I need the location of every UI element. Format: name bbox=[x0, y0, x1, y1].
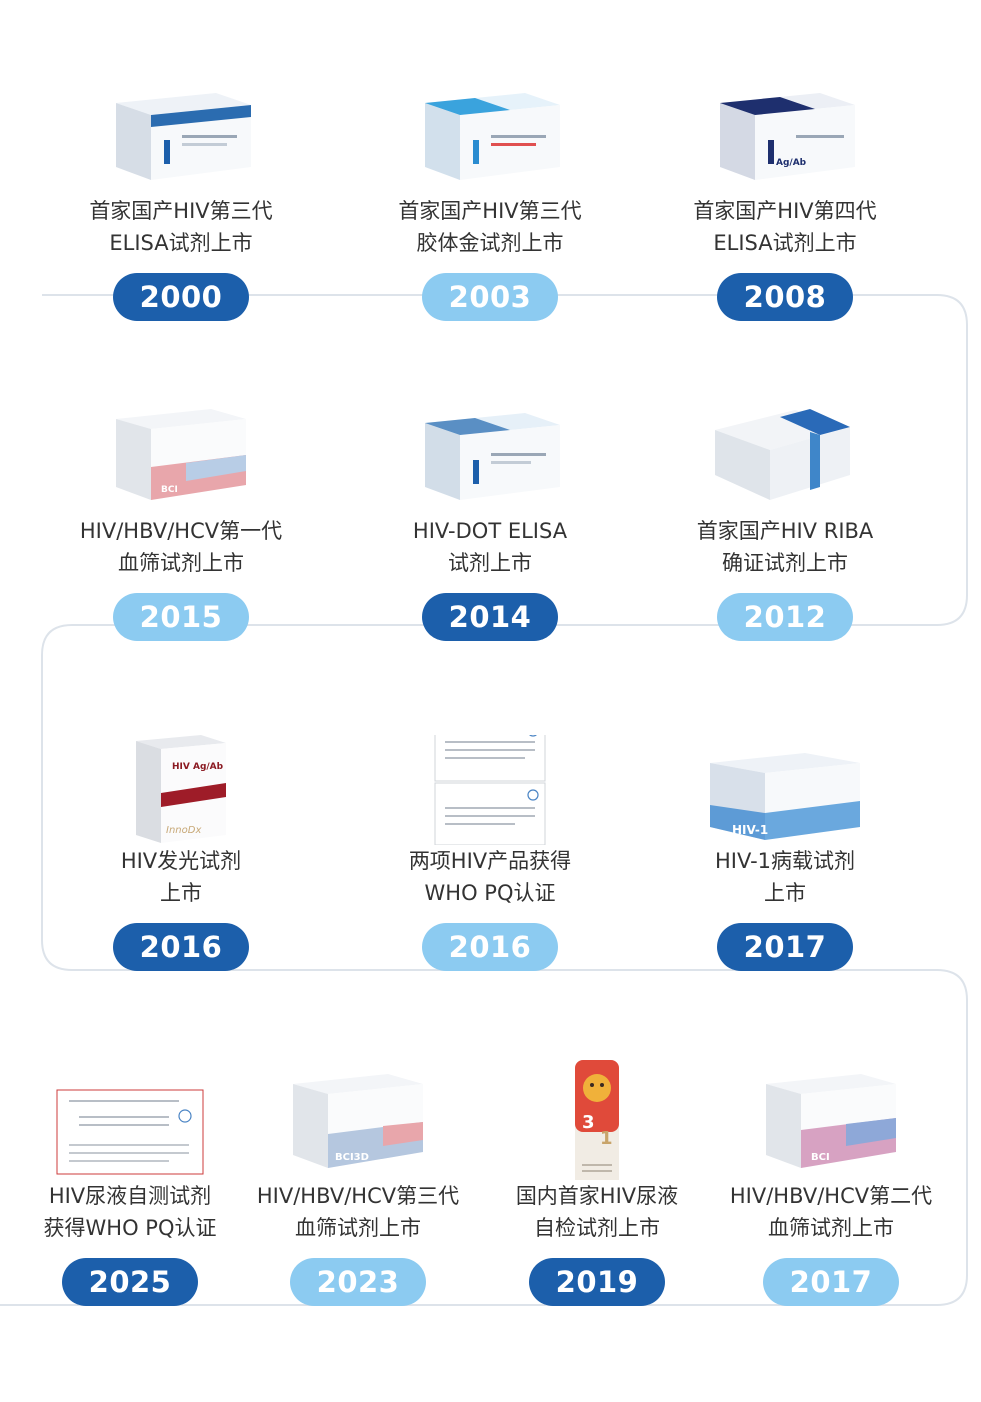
svg-text:HIV Ag/Ab: HIV Ag/Ab bbox=[172, 762, 224, 772]
milestone-label: 首家国产HIV第三代 胶体金试剂上市 bbox=[365, 195, 615, 259]
milestone-label-line2: 获得WHO PQ认证 bbox=[43, 1216, 217, 1240]
svg-text:1: 1 bbox=[600, 1128, 613, 1149]
year-badge: 2016 bbox=[422, 923, 558, 971]
box-bci-2nd-gen-image: BCI bbox=[766, 1074, 896, 1168]
milestone-label-line2: 上市 bbox=[764, 881, 806, 905]
milestone-label-line2: ELISA试剂上市 bbox=[109, 231, 253, 255]
box-ag-ab-image: Ag/Ab bbox=[720, 93, 855, 180]
milestone-label: HIV-DOT ELISA 试剂上市 bbox=[365, 515, 615, 579]
milestone-label-line1: HIV发光试剂 bbox=[120, 849, 242, 873]
milestone-label: 两项HIV产品获得 WHO PQ认证 bbox=[365, 845, 615, 909]
timeline-connector bbox=[0, 294, 968, 1306]
milestone-label-line2: WHO PQ认证 bbox=[424, 881, 556, 905]
milestone-label-line1: HIV/HBV/HCV第一代 bbox=[79, 519, 283, 543]
year-badge: 2008 bbox=[717, 273, 853, 321]
box-colloidal-gold-image bbox=[425, 93, 560, 180]
year-badge: 2014 bbox=[422, 593, 558, 641]
year-badge: 2023 bbox=[290, 1258, 426, 1306]
milestone-label-line1: 首家国产HIV第三代 bbox=[89, 199, 273, 223]
milestone-label-line2: ELISA试剂上市 bbox=[713, 231, 857, 255]
svg-text:BCI: BCI bbox=[811, 1152, 830, 1163]
svg-text:HIV-1: HIV-1 bbox=[732, 823, 768, 837]
box-dot-elisa-image bbox=[425, 413, 560, 500]
milestone-label: 首家国产HIV第四代 ELISA试剂上市 bbox=[660, 195, 910, 259]
milestone-label-line1: 国内首家HIV尿液 bbox=[515, 1184, 679, 1208]
milestone-label: HIV/HBV/HCV第一代 血筛试剂上市 bbox=[56, 515, 306, 579]
milestone-label-line2: 试剂上市 bbox=[448, 551, 532, 575]
milestone-label-line1: 两项HIV产品获得 bbox=[408, 849, 572, 873]
svg-text:InnoDx: InnoDx bbox=[166, 825, 201, 836]
who-pq-documents-image bbox=[434, 735, 546, 845]
year-badge: 2015 bbox=[113, 593, 249, 641]
milestone-label: HIV-1病载试剂 上市 bbox=[660, 845, 910, 909]
milestone-label-line2: 上市 bbox=[160, 881, 202, 905]
milestone-label-line1: HIV/HBV/HCV第二代 bbox=[729, 1184, 933, 1208]
milestone-label-line1: HIV/HBV/HCV第三代 bbox=[256, 1184, 460, 1208]
milestone-label-line1: HIV-1病载试剂 bbox=[714, 849, 856, 873]
milestone-label: HIV/HBV/HCV第二代 血筛试剂上市 bbox=[706, 1180, 956, 1244]
milestone-label: 首家国产HIV第三代 ELISA试剂上市 bbox=[56, 195, 306, 259]
milestone-label-line1: HIV尿液自测试剂 bbox=[48, 1184, 212, 1208]
box-bci3d-image: BCI3D bbox=[293, 1074, 423, 1168]
milestone-label-line1: 首家国产HIV RIBA bbox=[696, 519, 874, 543]
milestone-label-line2: 血筛试剂上市 bbox=[768, 1216, 894, 1240]
milestone-label: 首家国产HIV RIBA 确证试剂上市 bbox=[660, 515, 910, 579]
milestone-label-line2: 确证试剂上市 bbox=[722, 551, 848, 575]
milestone-label-line2: 血筛试剂上市 bbox=[118, 551, 244, 575]
milestone-label: 国内首家HIV尿液 自检试剂上市 bbox=[472, 1180, 722, 1244]
year-badge: 2019 bbox=[529, 1258, 665, 1306]
box-riba-image bbox=[715, 409, 850, 500]
year-badge: 2016 bbox=[113, 923, 249, 971]
year-badge: 2017 bbox=[717, 923, 853, 971]
who-pq-urine-document-image bbox=[56, 1089, 204, 1175]
milestone-label-line2: 胶体金试剂上市 bbox=[416, 231, 564, 255]
milestone-label-line1: 首家国产HIV第四代 bbox=[693, 199, 877, 223]
milestone-label: HIV/HBV/HCV第三代 血筛试剂上市 bbox=[233, 1180, 483, 1244]
box-bci-image: BCI bbox=[116, 409, 246, 500]
year-badge: 2025 bbox=[62, 1258, 198, 1306]
urine-self-test-tube-image: 3 1 bbox=[575, 1060, 619, 1180]
svg-text:BCI: BCI bbox=[161, 485, 178, 495]
box-hiv1-viral-load-image: HIV-1 bbox=[710, 753, 860, 840]
year-badge: 2017 bbox=[763, 1258, 899, 1306]
svg-text:3: 3 bbox=[582, 1112, 595, 1133]
svg-text:BCI3D: BCI3D bbox=[335, 1152, 369, 1163]
box-hiv-agab-innodx-image: HIV Ag/Ab InnoDx bbox=[136, 735, 226, 843]
box-elisa-3rd-gen-image bbox=[116, 93, 251, 180]
milestone-label-line1: 首家国产HIV第三代 bbox=[398, 199, 582, 223]
milestone-label-line1: HIV-DOT ELISA bbox=[412, 519, 568, 543]
year-badge: 2000 bbox=[113, 273, 249, 321]
year-badge: 2012 bbox=[717, 593, 853, 641]
milestone-label: HIV发光试剂 上市 bbox=[56, 845, 306, 909]
milestone-label-line2: 自检试剂上市 bbox=[534, 1216, 660, 1240]
svg-text:Ag/Ab: Ag/Ab bbox=[776, 158, 807, 168]
milestone-label: HIV尿液自测试剂 获得WHO PQ认证 bbox=[5, 1180, 255, 1244]
milestone-label-line2: 血筛试剂上市 bbox=[295, 1216, 421, 1240]
year-badge: 2003 bbox=[422, 273, 558, 321]
